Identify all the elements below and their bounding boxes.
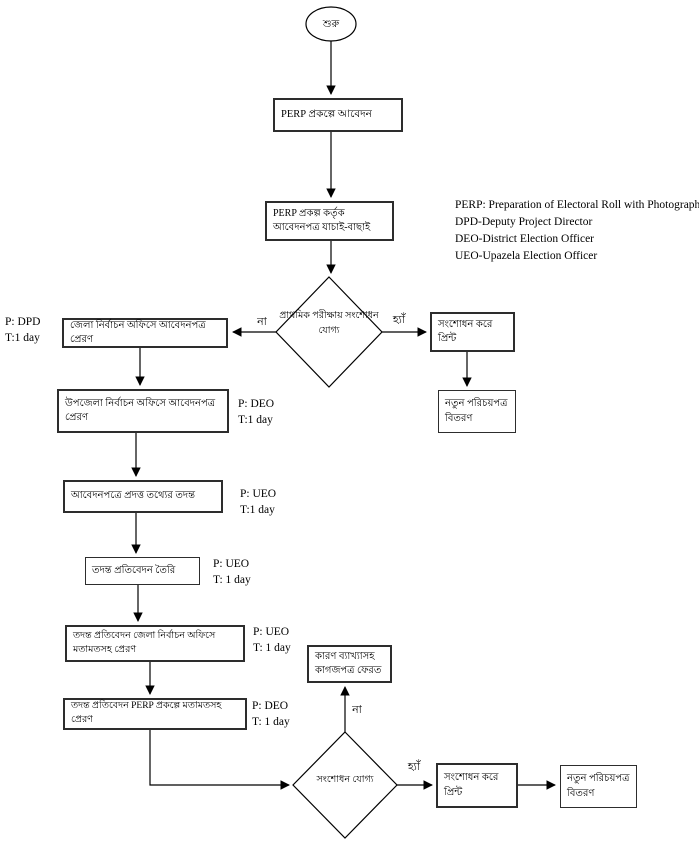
performer-label: P: UEO [253, 626, 290, 638]
annotation-ueo-3: P: UEO T: 1 day [253, 624, 291, 656]
annotation-deo-2: P: DEO T: 1 day [252, 698, 290, 730]
node-distribute-new-id-top: নতুন পরিচয়পত্র বিতরণ [438, 390, 516, 433]
node-perp-application: PERP প্রকল্পে আবেদন [273, 98, 403, 132]
performer-label: P: DEO [238, 398, 275, 410]
node-distribute-new-id-bottom: নতুন পরিচয়পত্র বিতরণ [560, 765, 637, 808]
node-send-district-office: জেলা নির্বাচন অফিসে আবেদনপত্র প্রেরণ [62, 318, 228, 348]
annotation-ueo-2: P: UEO T: 1 day [213, 556, 251, 588]
legend-line-ueo: UEO-Upazela Election Officer [455, 250, 598, 262]
annotation-ueo-1: P: UEO T:1 day [240, 486, 276, 518]
node-print-corrected-bottom: সংশোধন করে প্রিন্ট [436, 763, 518, 808]
time-label: T: 1 day [252, 716, 290, 728]
start-node-label: শুরু [322, 19, 340, 30]
edge-label-yes-1: হ্যাঁ [392, 314, 406, 326]
decision-correctable-label: সংশোধন যোগ্য [316, 775, 374, 785]
performer-label: P: UEO [240, 488, 277, 500]
node-perp-scrutiny: PERP প্রকল্প কর্তৃক আবেদনপত্র যাচাই-বাছা… [265, 201, 394, 241]
time-label: T: 1 day [213, 574, 251, 586]
time-label: T:1 day [5, 332, 40, 344]
performer-label: P: UEO [213, 558, 250, 570]
time-label: T:1 day [238, 414, 273, 426]
acronym-legend: PERP: Preparation of Electoral Roll with… [455, 197, 699, 265]
arrow-perpreport-to-decision2 [149, 730, 290, 790]
edge-label-no-2: না [352, 704, 362, 716]
node-send-upazela-office: উপজেলা নির্বাচন অফিসে আবেদনপত্র প্রেরণ [57, 389, 229, 433]
edge-label-yes-2: হ্যাঁ [407, 761, 421, 773]
decision-preliminary-shape [275, 276, 383, 388]
performer-label: P: DPD [5, 316, 41, 328]
time-label: T:1 day [240, 504, 275, 516]
edge-label-no-1: না [257, 316, 267, 328]
node-investigate-application-info: আবেদনপত্রে প্রদত্ত তথ্যের তদন্ত [63, 480, 223, 513]
node-report-to-perp-project: তদন্ত প্রতিবেদন PERP প্রকল্পে মতামতসহ প্… [63, 698, 247, 730]
decision-preliminary-label: প্রাথমিক পরীক্ষায় সংশোধন যোগ্য [279, 311, 379, 336]
time-label: T: 1 day [253, 642, 291, 654]
node-report-to-district-office: তদন্ত প্রতিবেদন জেলা নির্বাচন অফিসে মতাম… [65, 625, 245, 662]
annotation-dpd: P: DPD T:1 day [5, 314, 40, 346]
legend-line-perp: PERP: Preparation of Electoral Roll with… [455, 199, 699, 211]
node-return-documents: কারণ ব্যাখ্যাসহ কাগজপত্র ফেরত [307, 645, 392, 683]
decision-correctable-shape [292, 731, 398, 839]
legend-line-deo: DEO-District Election Officer [455, 233, 595, 245]
node-print-corrected-top: সংশোধন করে প্রিন্ট [430, 312, 515, 352]
performer-label: P: DEO [252, 700, 289, 712]
legend-line-dpd: DPD-Deputy Project Director [455, 216, 593, 228]
annotation-deo-1: P: DEO T:1 day [238, 396, 274, 428]
node-prepare-investigation-report: তদন্ত প্রতিবেদন তৈরি [85, 557, 200, 585]
